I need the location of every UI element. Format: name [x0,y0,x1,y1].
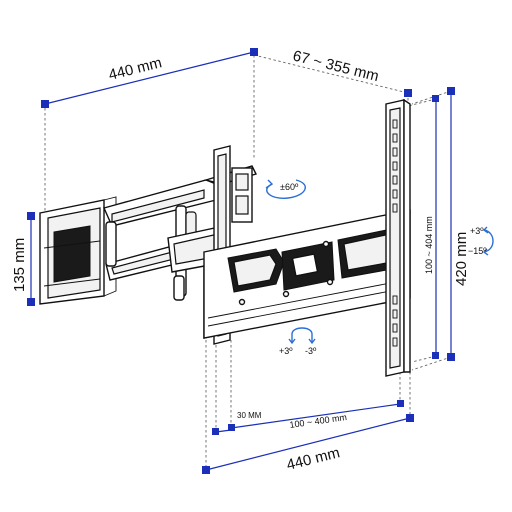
dim-node [212,428,219,435]
vesa-horizontal-label: 100 ~ 400 mm [289,412,348,430]
depth-range-label: 67 ~ 355 mm [291,47,380,85]
arrowhead-icon [308,338,316,345]
dim-node [250,48,258,56]
dim-node [447,87,455,95]
tilt-indicator: +3º -3º [279,327,317,356]
vesa-vertical-label: 100 ~ 404 mm [424,216,434,274]
arrowhead-icon [482,248,489,256]
dim-node [41,100,49,108]
dim-node [27,212,35,220]
bottom-width-label: 440 mm [285,444,342,474]
level-arrow-icon [483,229,494,253]
level-up-label: +3º [470,226,484,236]
dim-node [404,89,412,97]
dim-node [406,414,414,422]
vesa-slot-row [392,119,398,347]
swivel-indicator: ±60º [265,179,306,199]
offset-label: 30 MM [237,411,262,420]
arrowhead-icon [482,226,489,234]
dimension-lines [30,51,452,471]
arrowhead-icon [288,338,296,345]
dim-node [432,95,439,102]
horizontal-rail [203,209,411,339]
level-indicator: +3º −15º [468,226,494,256]
right-height-label: 420 mm [453,232,470,286]
wall-plate [39,196,117,305]
dim-node [202,466,210,474]
tilt-up-label: +3º [279,346,293,356]
left-height-label: 135 mm [11,238,28,292]
extension-lines [44,54,452,470]
dim-node [397,400,404,407]
dim-node [27,298,35,306]
dim-node [447,353,455,361]
arrowhead-icon [265,179,274,189]
dimension-nodes [27,48,455,474]
dim-node [228,424,235,431]
swivel-label: ±60º [280,182,299,192]
right-vertical-bracket [385,98,411,377]
tilt-down-label: -3º [305,346,317,356]
level-down-label: −15º [468,246,487,256]
dim-node [432,352,439,359]
top-width-label: 440 mm [107,54,164,84]
swivel-arrow-icon [266,179,306,199]
tilt-arrow-icon [291,327,313,342]
